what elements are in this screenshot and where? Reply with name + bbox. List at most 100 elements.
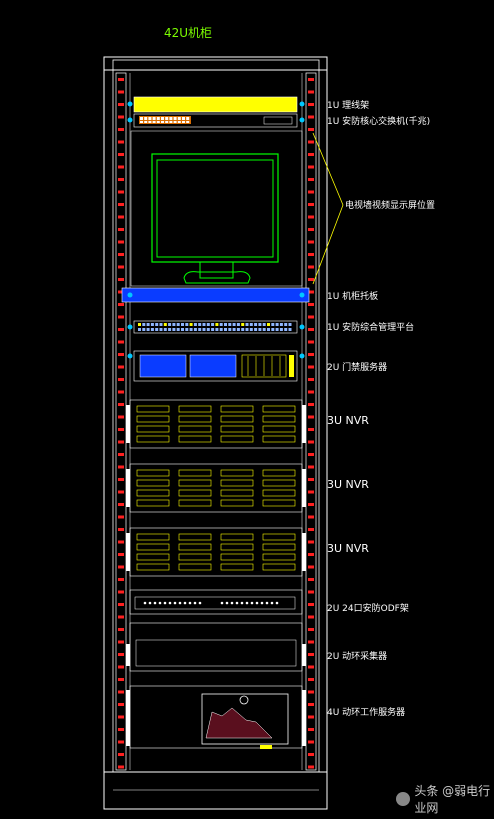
nvr-handle-right: [302, 469, 306, 507]
mgmt-port: [206, 323, 210, 326]
access-server-bay-2: [189, 354, 237, 378]
rail-hole-right: [308, 203, 314, 206]
mgmt-port: [249, 323, 253, 326]
rail-hole-left: [118, 715, 124, 719]
odf-port: [220, 601, 224, 605]
switch-port: [152, 121, 156, 123]
nvr-drive-bay: [262, 533, 296, 541]
label-work-server: 4U 动环工作服务器: [327, 708, 406, 718]
mgmt-port: [219, 328, 223, 331]
core-switch-ports: [139, 116, 191, 124]
mgmt-port: [236, 323, 240, 326]
nvr-drive-bay: [262, 563, 296, 571]
mgmt-port: [271, 328, 275, 331]
nvr-drive-bay: [220, 479, 254, 487]
nvr-drive-bay: [262, 405, 296, 413]
label-nvr-1: 3U NVR: [327, 414, 369, 427]
mgmt-port: [236, 328, 240, 331]
core-switch: [133, 113, 298, 128]
rail-hole-left: [118, 603, 124, 606]
rail-hole-left: [118, 290, 124, 294]
rail-hole-left: [118, 578, 124, 581]
nvr-drive-bay: [136, 405, 170, 413]
switch-port: [156, 121, 160, 123]
rail-hole-right: [308, 440, 314, 444]
rail-hole-right: [308, 365, 314, 369]
mgmt-port: [224, 328, 227, 331]
rail-hole-left: [118, 78, 124, 81]
odf-port: [270, 601, 274, 605]
rail-hole-right: [308, 390, 314, 394]
watermark-text: 头条 @弱电行业网: [414, 784, 491, 815]
mgmt-port: [245, 323, 249, 326]
mgmt-port: [224, 323, 227, 326]
mgmt-port: [267, 328, 270, 331]
rail-hole-left: [118, 728, 124, 731]
mgmt-port: [146, 323, 150, 326]
rail-hole-right: [308, 678, 314, 681]
work-server-screen: [201, 693, 289, 745]
nvr-drive-bay: [220, 489, 254, 497]
rail-hole-right: [308, 690, 314, 694]
mgmt-port: [219, 323, 223, 326]
left-rail: [115, 72, 127, 771]
mgmt-port: [189, 323, 193, 326]
rail-hole-left: [118, 153, 124, 156]
rail-hole-right: [308, 640, 314, 644]
rail-hole-left: [118, 740, 124, 744]
nvr-drive-bay: [136, 469, 170, 477]
core-switch-panel: [263, 116, 293, 125]
odf-port: [265, 601, 269, 605]
mgmt-port: [172, 328, 176, 331]
nvr-units: [126, 399, 306, 577]
mgmt-port: [279, 323, 283, 326]
switch-port: [173, 117, 177, 120]
label-shelf: 1U 机柜托板: [327, 292, 379, 302]
mgmt-port: [288, 323, 292, 326]
odf-port: [250, 601, 254, 605]
rail-hole-right: [308, 278, 314, 281]
odf-port: [198, 601, 202, 605]
label-nvr-3: 3U NVR: [327, 542, 369, 555]
switch-port: [156, 117, 160, 120]
rail-hole-left: [118, 403, 124, 406]
rail-hole-right: [308, 540, 314, 544]
nvr-drive-bay: [178, 553, 212, 561]
switch-port: [173, 121, 177, 123]
odf-port: [178, 601, 182, 605]
rail-hole-right: [308, 378, 314, 381]
odf-port: [163, 601, 167, 605]
rail-hole-left: [118, 303, 124, 306]
rail-hole-left: [118, 365, 124, 369]
label-collector: 2U 动环采集器: [327, 652, 388, 662]
rail-hole-left: [118, 528, 124, 531]
nvr-handle-left: [126, 405, 130, 443]
mgmt-port: [245, 328, 249, 331]
rail-hole-right: [308, 265, 314, 269]
mgmt-port: [150, 323, 154, 326]
rail-hole-right: [308, 728, 314, 731]
work-server-badge: [260, 745, 272, 749]
rail-hole-left: [118, 278, 124, 281]
nvr-drive-bay: [178, 489, 212, 497]
rail-hole-right: [308, 703, 314, 706]
rail-hole-left: [118, 353, 124, 356]
mgmt-port: [215, 328, 219, 331]
monitor-base: [183, 271, 251, 284]
rail-hole-left: [118, 703, 124, 706]
nvr-drive-bay: [136, 499, 170, 507]
rail-hole-left: [118, 765, 124, 769]
switch-port: [144, 117, 148, 120]
nvr-drive-bay: [136, 533, 170, 541]
mgmt-port: [181, 323, 184, 326]
nvr-drive-bay: [136, 415, 170, 423]
nvr-drive-bay: [262, 469, 296, 477]
rail-hole-left: [118, 203, 124, 206]
rail-hole-right: [308, 140, 314, 144]
access-server-bay-1: [139, 354, 187, 378]
switch-port: [182, 121, 185, 123]
monitor-stand: [199, 262, 234, 279]
cabinet-outline: [103, 56, 328, 810]
nvr-drive-bay: [262, 489, 296, 497]
